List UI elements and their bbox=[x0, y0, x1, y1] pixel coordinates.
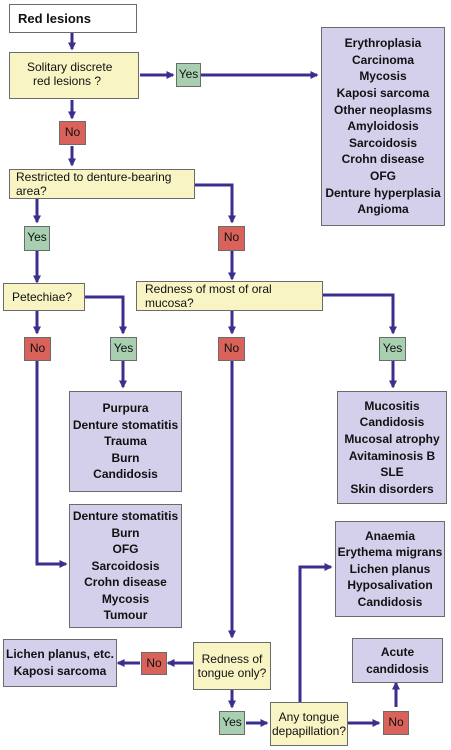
result-item: Erythroplasia bbox=[344, 36, 422, 51]
question-depapillation: Any tongue depapillation? bbox=[270, 702, 348, 746]
question-solitary-line-2: red lesions ? bbox=[33, 74, 102, 88]
result-item: OFG bbox=[370, 168, 396, 183]
answer-tongue-only-yes: Yes bbox=[219, 711, 245, 735]
result-item: Anaemia bbox=[364, 528, 416, 543]
result-item: Acute bbox=[380, 644, 415, 659]
result-item: Candidosis bbox=[93, 467, 158, 482]
question-denture-label: Restricted to denture-bearing area? bbox=[16, 170, 172, 198]
result-item: Mycosis bbox=[101, 591, 150, 606]
result-item: Denture hyperplasia bbox=[325, 185, 441, 200]
result-item: Sarcoidosis bbox=[348, 135, 418, 150]
result-item: Purpura bbox=[102, 401, 149, 416]
result-item: candidosis bbox=[366, 661, 429, 676]
result-item: Lichen planus, etc. bbox=[5, 647, 115, 662]
arrow-petechiae-to-yes bbox=[85, 295, 127, 335]
question-denture-area: Restricted to denture-bearing area? bbox=[9, 169, 195, 199]
result-tongue-only-no: Lichen planus, etc. Kaposi sarcoma bbox=[3, 639, 117, 687]
result-item: Carcinoma bbox=[351, 52, 415, 67]
question-tongue-line-1: Redness of bbox=[201, 652, 263, 666]
answer-label: No bbox=[64, 125, 81, 139]
answer-redness-most-no: No bbox=[218, 337, 245, 361]
start-label: Red lesions bbox=[18, 11, 91, 26]
result-item: Kaposi sarcoma bbox=[336, 86, 430, 101]
answer-denture-no: No bbox=[218, 226, 245, 251]
result-item: Burn bbox=[111, 525, 140, 540]
result-item: Avitaminosis B bbox=[348, 448, 436, 463]
result-item: Hyposalivation bbox=[347, 578, 433, 593]
answer-redness-most-yes: Yes bbox=[379, 337, 406, 361]
question-redness-most-label: Redness of most of oral mucosa? bbox=[145, 282, 272, 310]
question-petechiae: Petechiae? bbox=[3, 283, 85, 311]
question-depapillation-line-2: depapillation? bbox=[271, 724, 347, 738]
answer-petechiae-no: No bbox=[24, 337, 51, 361]
arrow-no-to-petechiae-no-result bbox=[35, 361, 68, 568]
answer-label: Yes bbox=[178, 67, 199, 81]
result-depapillation-no: Acute candidosis bbox=[352, 638, 443, 683]
result-item: Trauma bbox=[104, 434, 147, 449]
result-item: Candidosis bbox=[359, 415, 425, 430]
question-tongue-line-2: tongue only? bbox=[197, 666, 267, 680]
result-item: Skin disorders bbox=[350, 481, 434, 496]
result-item: Mucosal atrophy bbox=[344, 431, 440, 446]
question-redness-most: Redness of most of oral mucosa? bbox=[136, 281, 323, 311]
arrow-denture-to-no bbox=[195, 183, 236, 224]
result-item: Lichen planus bbox=[349, 561, 431, 576]
result-item: Candidosis bbox=[357, 594, 423, 609]
arrow-depapillation-to-anaemia bbox=[298, 563, 333, 702]
result-petechiae-no: Denture stomatitis Burn OFG Sarcoidosis … bbox=[69, 504, 182, 628]
result-item: Amyloidosis bbox=[347, 119, 419, 134]
result-item: Tumour bbox=[103, 608, 148, 623]
question-solitary-line-1: Solitary discrete bbox=[27, 60, 113, 74]
arrow-redness-to-yes bbox=[323, 293, 397, 335]
answer-label: Yes bbox=[113, 341, 134, 355]
result-item: Crohn disease bbox=[341, 152, 425, 167]
result-item: Denture stomatitis bbox=[72, 508, 179, 523]
question-depapillation-line-1: Any tongue bbox=[278, 710, 340, 724]
result-item: Mucositis bbox=[364, 398, 420, 413]
result-item: OFG bbox=[112, 542, 139, 557]
answer-label: No bbox=[146, 656, 162, 670]
result-item: Denture stomatitis bbox=[72, 417, 179, 432]
start-node: Red lesions bbox=[9, 4, 137, 33]
answer-label: No bbox=[223, 230, 240, 244]
result-item: SLE bbox=[380, 465, 404, 480]
result-petechiae-yes: Purpura Denture stomatitis Trauma Burn C… bbox=[69, 391, 182, 492]
answer-label: Yes bbox=[382, 341, 403, 355]
answer-solitary-yes: Yes bbox=[176, 63, 201, 87]
result-item: Burn bbox=[111, 450, 140, 465]
result-item: Erythema migrans bbox=[337, 545, 443, 560]
answer-label: No bbox=[388, 715, 404, 729]
answer-label: Yes bbox=[27, 230, 47, 244]
question-petechiae-label: Petechiae? bbox=[12, 290, 73, 304]
result-item: Angioma bbox=[357, 202, 409, 217]
answer-label: No bbox=[29, 341, 46, 355]
question-solitary-lesions: Solitary discrete red lesions ? bbox=[9, 52, 139, 99]
answer-depapillation-no: No bbox=[383, 711, 409, 735]
question-tongue-only: Redness of tongue only? bbox=[193, 642, 271, 690]
result-item: Other neoplasms bbox=[333, 102, 433, 117]
answer-denture-yes: Yes bbox=[24, 226, 50, 251]
answer-tongue-only-no: No bbox=[141, 652, 167, 675]
answer-solitary-no: No bbox=[59, 121, 86, 145]
result-redness-most-yes: Mucositis Candidosis Mucosal atrophy Avi… bbox=[337, 391, 447, 504]
answer-label: No bbox=[223, 341, 240, 355]
result-solitary-lesions: Erythroplasia Carcinoma Mycosis Kaposi s… bbox=[321, 27, 445, 226]
result-item: Mycosis bbox=[359, 69, 407, 84]
result-item: Crohn disease bbox=[84, 575, 167, 590]
answer-label: Yes bbox=[222, 715, 242, 729]
result-item: Sarcoidosis bbox=[91, 558, 160, 573]
answer-petechiae-yes: Yes bbox=[110, 337, 137, 361]
result-depapillation-yes: Anaemia Erythema migrans Lichen planus H… bbox=[335, 521, 445, 617]
result-item: Kaposi sarcoma bbox=[13, 664, 107, 678]
